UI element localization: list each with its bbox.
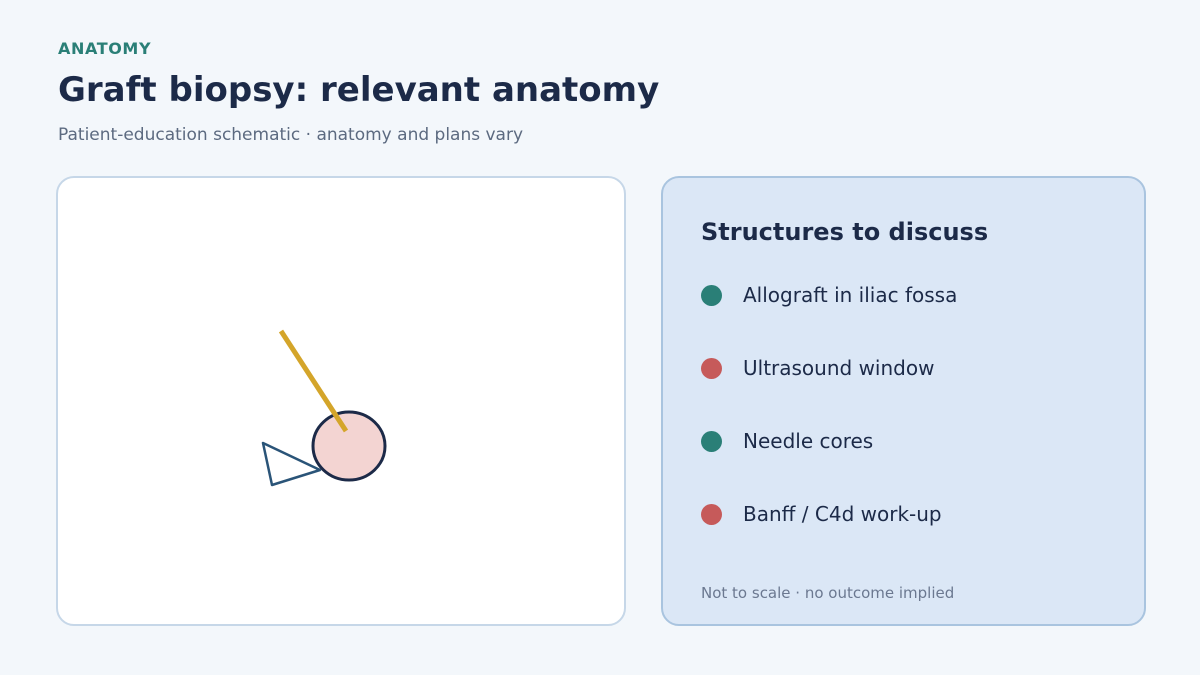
section-eyebrow: ANATOMY [58, 39, 152, 58]
legend-item-label: Banff / C4d work-up [743, 502, 942, 526]
legend-dot [701, 503, 722, 525]
anatomy-diagram [261, 329, 387, 487]
legend-panel: Structures to discuss Allograft in iliac… [661, 176, 1146, 626]
graft-kidney-icon [311, 410, 387, 482]
page-title: Graft biopsy: relevant anatomy [58, 70, 660, 110]
footnote: Not to scale · no outcome implied [701, 584, 955, 602]
page-subtitle: Patient-education schematic · anatomy an… [58, 125, 524, 145]
legend-dot [701, 430, 722, 452]
legend-item-label: Allograft in iliac fossa [743, 283, 958, 307]
legend-item-label: Ultrasound window [743, 356, 935, 380]
legend-dot [701, 284, 722, 306]
diagram-panel [56, 176, 626, 626]
legend-item-label: Needle cores [743, 429, 874, 453]
legend-item: Ultrasound window [701, 353, 934, 383]
legend-item: Needle cores [701, 426, 873, 456]
legend-item: Banff / C4d work-up [701, 499, 942, 529]
needle-icon [278, 329, 349, 433]
legend-title: Structures to discuss [701, 218, 989, 246]
legend-dot [701, 357, 722, 379]
legend-item: Allograft in iliac fossa [701, 280, 957, 310]
ultrasound-probe-icon [261, 441, 322, 487]
